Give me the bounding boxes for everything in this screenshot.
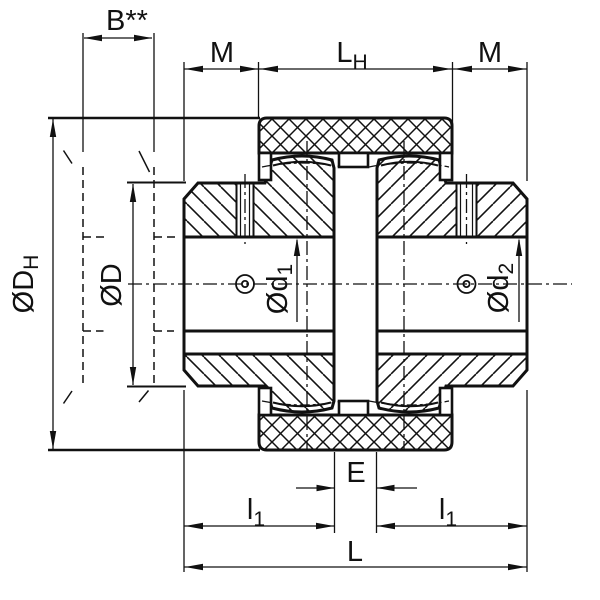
dim-label-m-left: M [210,37,234,69]
arrowhead [49,119,57,137]
dim-d2: Ød2 [483,238,523,322]
dim-label-lh: LH [336,37,367,74]
arrowhead [433,65,451,73]
arrowhead [185,522,203,530]
arrowhead [316,484,335,492]
dim-lh: LH [258,37,453,74]
sleeve-center-rib [337,399,370,417]
arrowhead [240,65,258,73]
concentricity-icon [456,274,477,294]
arrowhead [84,34,102,42]
arrowhead [129,367,137,385]
arrowhead [508,65,526,73]
arrowhead [316,522,334,530]
dim-m-right: M [452,37,527,73]
dim-label-dh: ØDH [8,255,43,314]
arrowhead [185,563,203,571]
dim-label-l1-right: l1 [439,494,457,531]
phantom-chamfer-tick [62,390,73,404]
phantom-chamfer-tick [138,150,151,173]
dim-label-b: B** [106,5,148,37]
arrowhead [376,484,395,492]
dim-label-d1: Ød1 [262,264,297,314]
dim-l1-left: l1 [184,494,335,531]
phantom-chamfer-tick [138,390,150,403]
arrowhead [129,184,137,202]
extension-lines [48,33,528,572]
dim-d1: Ød1 [262,238,301,322]
dim-b: B** [84,5,152,42]
arrowhead [293,238,301,256]
sleeve-center-rib [337,151,370,169]
dim-e: E [296,457,417,492]
arrowhead [508,563,526,571]
hub-left-lower-section [182,352,336,414]
dim-m-left: M [184,37,259,73]
dim-label-m-right: M [478,37,502,69]
dim-l1-right: l1 [376,494,527,531]
phantom-chamfer-tick [62,150,73,164]
arrowhead [49,431,57,449]
dim-label-l1-left: l1 [247,494,265,531]
dim-d: ØD [96,184,137,385]
hub-left-upper-section [182,154,336,239]
concentricity-icon [235,274,255,294]
dim-dh: ØDH [8,119,57,449]
dim-label-l: L [347,536,363,568]
tooth-pitch-centerlines [261,162,450,406]
phantom-sleeve-outline [62,150,175,404]
sleeve-bottom-band [257,413,454,452]
arrowhead [508,522,526,530]
arrowhead [454,65,472,73]
arrowhead [377,522,395,530]
arrowhead [260,65,278,73]
arrowhead [515,238,523,256]
dim-label-d: ØD [96,263,128,307]
hub-right-lower-section [375,352,529,414]
dim-label-d2: Ød2 [483,263,518,313]
sleeve-top-band [257,116,454,155]
arrowhead [134,34,152,42]
dim-label-e: E [346,457,365,489]
arrowhead [185,65,203,73]
dim-l: L [184,536,527,571]
hub-right-upper-section [375,154,529,239]
part-centerlines [244,141,468,451]
